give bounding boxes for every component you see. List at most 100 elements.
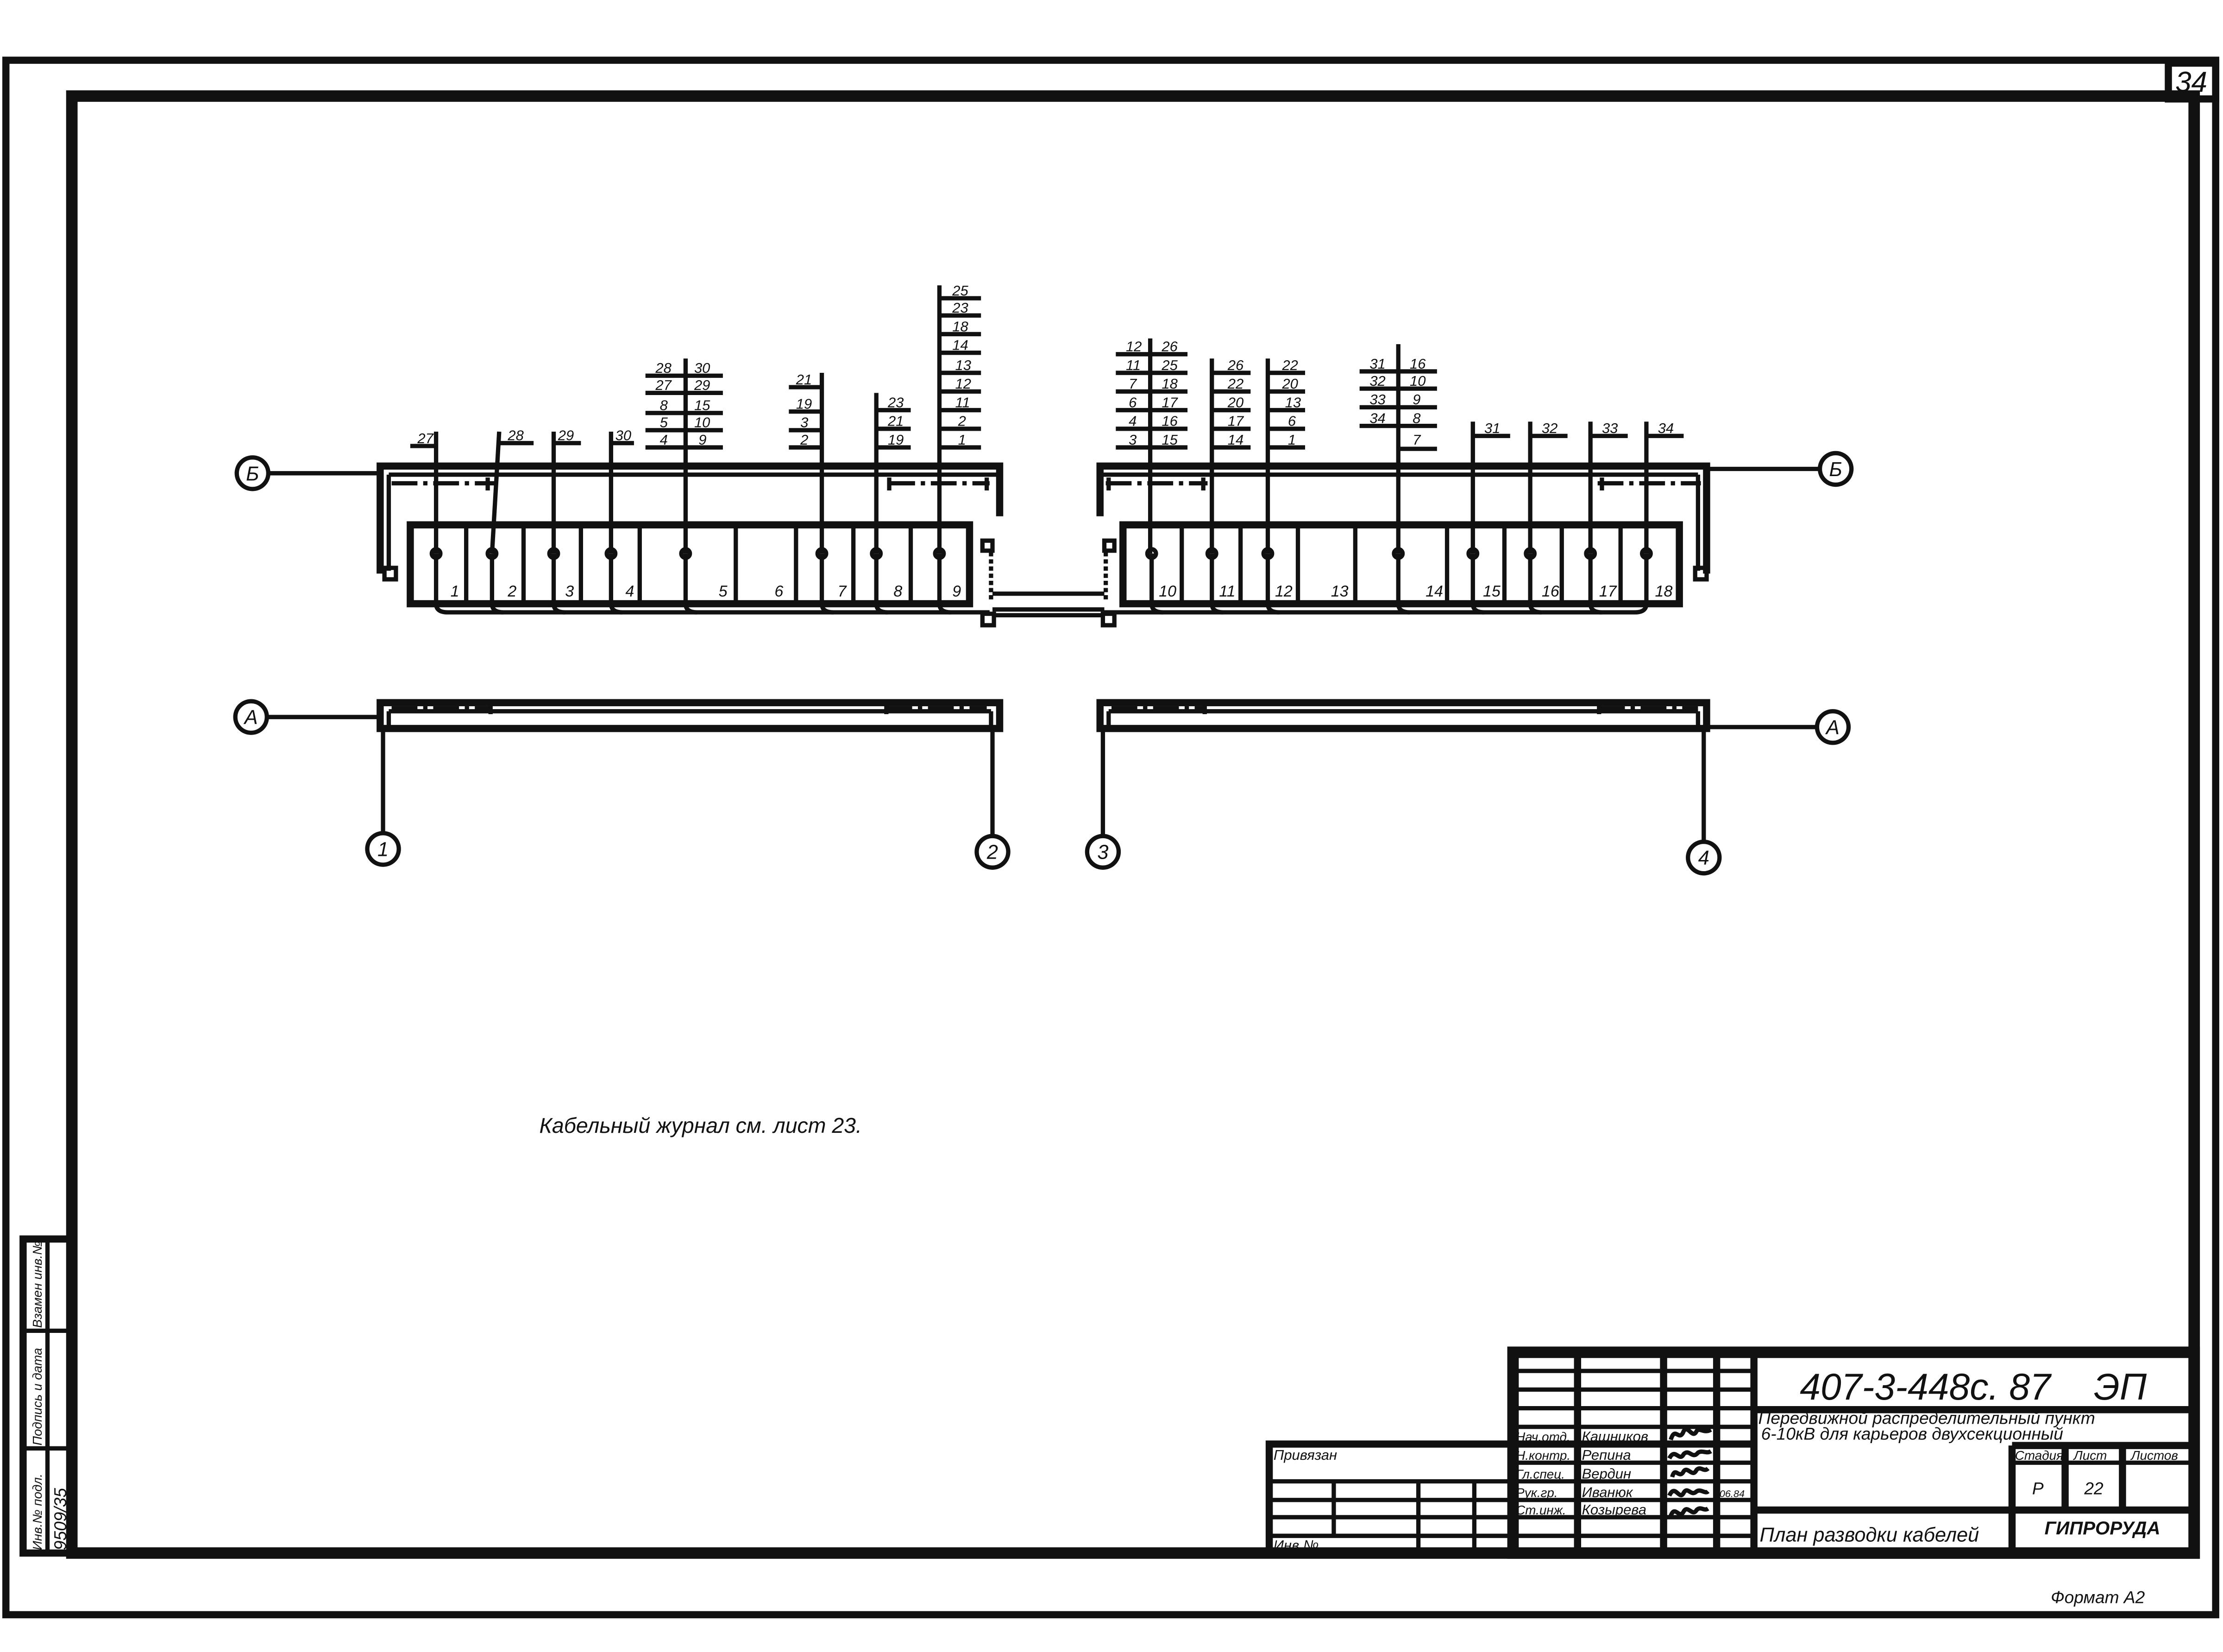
role-st-inzh: Ст.инж.: [1516, 1503, 1566, 1517]
cabinet-number: 3: [565, 583, 574, 600]
cabinet-number: 12: [1275, 583, 1293, 600]
side-label-replace: Взамен инв.№: [30, 1241, 44, 1328]
doc-code: 407-3-448с. 87: [1800, 1366, 2052, 1408]
project-name-2: 6-10кВ для карьеров двухсекционный: [1761, 1424, 2063, 1444]
inner-frame: [66, 90, 2200, 1559]
svg-text:4: 4: [1698, 847, 1709, 869]
name-kozyreva: Козырева: [1582, 1501, 1646, 1518]
cable-number: 12: [1126, 339, 1142, 355]
cable-number: 2: [958, 413, 966, 429]
cable-number: 10: [694, 415, 710, 431]
cabinet-number: 2: [507, 583, 516, 600]
inter-section-bridge: [992, 591, 1105, 617]
cable-number: 26: [1161, 339, 1178, 355]
cable-number: 33: [1602, 420, 1618, 436]
svg-text:Б: Б: [1829, 459, 1842, 481]
cabinet-number: 6: [774, 583, 783, 600]
cable-number: 30: [694, 360, 710, 376]
role-n-kontr: Н.контр.: [1516, 1448, 1570, 1463]
side-label-inv: Инв.№ подл.: [30, 1474, 44, 1550]
cable-labels: 27 28 29 30 28 27 8 5 4 30 29 15 10 9 21…: [410, 283, 1684, 451]
side-label-sign: Подпись и дата: [30, 1348, 44, 1445]
cabinet-number: 1: [451, 583, 459, 600]
cable-number: 19: [888, 432, 904, 448]
wall-axis-a-right: [1096, 699, 1710, 732]
axis-bubble-a-right: А: [1815, 709, 1851, 745]
axis-bubble-2: 2: [974, 834, 1011, 870]
cable-number: 27: [417, 430, 434, 446]
cable-number: 16: [1410, 356, 1426, 372]
cable-number: 32: [1369, 373, 1385, 389]
cable-number: 31: [1369, 356, 1385, 372]
cable-number: 30: [615, 427, 631, 444]
cabinet-number: 17: [1599, 583, 1617, 600]
cable-number: 13: [1285, 394, 1301, 410]
cable-number: 4: [1129, 413, 1137, 429]
cable-number: 33: [1369, 391, 1385, 408]
side-stamp: Взамен инв.№ Подпись и дата Инв.№ подл. …: [19, 1235, 75, 1557]
page-number: 34: [2175, 66, 2207, 98]
axis-bubble-3: 3: [1085, 834, 1121, 870]
cable-number: 14: [952, 337, 968, 353]
sheet-header: Лист: [2073, 1448, 2107, 1463]
cable-number: 34: [1369, 410, 1385, 426]
cabinet-number: 9: [952, 583, 961, 600]
name-repina: Репина: [1582, 1447, 1631, 1463]
cable-number: 4: [660, 432, 668, 448]
cable-number: 12: [955, 376, 971, 392]
axis-bubble-a-left: А: [233, 699, 269, 735]
svg-text:Б: Б: [246, 463, 259, 485]
cable-number: 10: [1410, 373, 1425, 389]
cable-number: 7: [1129, 376, 1137, 392]
cable-number: 32: [1542, 420, 1557, 436]
sheet-title: План разводки кабелей: [1760, 1524, 1979, 1546]
cable-number: 27: [655, 377, 672, 393]
cabinet-number: 15: [1483, 583, 1501, 600]
attached-label: Привязан: [1274, 1447, 1337, 1463]
axis-bubble-4: 4: [1686, 839, 1722, 876]
cable-number: 8: [1413, 410, 1421, 426]
cable-number: 11: [1126, 357, 1141, 373]
axis-bubbles: Б Б А А 1 2 3 4: [233, 451, 1854, 876]
cabinet-number: 7: [838, 583, 847, 600]
cable-number: 22: [1281, 357, 1298, 373]
cabinet-number: 13: [1331, 583, 1349, 600]
svg-text:3: 3: [1097, 842, 1108, 864]
cable-number: 3: [800, 415, 808, 431]
cable-number: 25: [1161, 357, 1178, 373]
date-value: 06.84: [1720, 1488, 1745, 1500]
cable-number: 13: [955, 357, 971, 373]
cable-number: 21: [887, 413, 904, 429]
cable-number: 1: [1288, 432, 1296, 448]
cable-number: 8: [660, 397, 668, 414]
cabinet-number: 18: [1655, 583, 1673, 600]
cabinet-number: 11: [1219, 583, 1235, 600]
cable-journal-note: Кабельный журнал см. лист 23.: [540, 1113, 862, 1137]
svg-text:2: 2: [986, 842, 998, 864]
axis-bubble-b-right: Б: [1817, 451, 1854, 487]
role-gl-spec: Гл.спец.: [1516, 1467, 1565, 1481]
role-ruk-gr: Рук.гр.: [1516, 1486, 1557, 1500]
cable-number: 22: [1227, 376, 1243, 392]
cabinet-numbers-left: 1 2 3 4 5 6 7 8 9: [451, 583, 961, 600]
name-kashnikov: Кашников: [1582, 1428, 1648, 1445]
cable-number: 20: [1281, 376, 1298, 392]
axis-bubble-b-left: Б: [234, 455, 270, 491]
cabinet-numbers-right: 10 11 12 13 14 15 16 17 18: [1159, 583, 1672, 600]
cable-number: 7: [1413, 432, 1421, 448]
cable-number: 21: [796, 371, 812, 388]
cable-number: 23: [887, 394, 904, 410]
cable-number: 18: [1162, 376, 1178, 392]
organization: ГИПРОРУДА: [2045, 1518, 2160, 1539]
cable-risers: [429, 285, 1653, 560]
cable-number: 9: [1413, 391, 1420, 408]
cabinet-number: 4: [625, 583, 634, 600]
cabinet-number: 16: [1542, 583, 1559, 600]
cable-number: 29: [694, 377, 710, 393]
signatures: [1667, 1427, 1712, 1517]
cable-number: 16: [1162, 413, 1178, 429]
sheet-value: 22: [2084, 1478, 2104, 1498]
cable-number: 20: [1227, 394, 1243, 410]
cable-number: 15: [1162, 432, 1178, 448]
